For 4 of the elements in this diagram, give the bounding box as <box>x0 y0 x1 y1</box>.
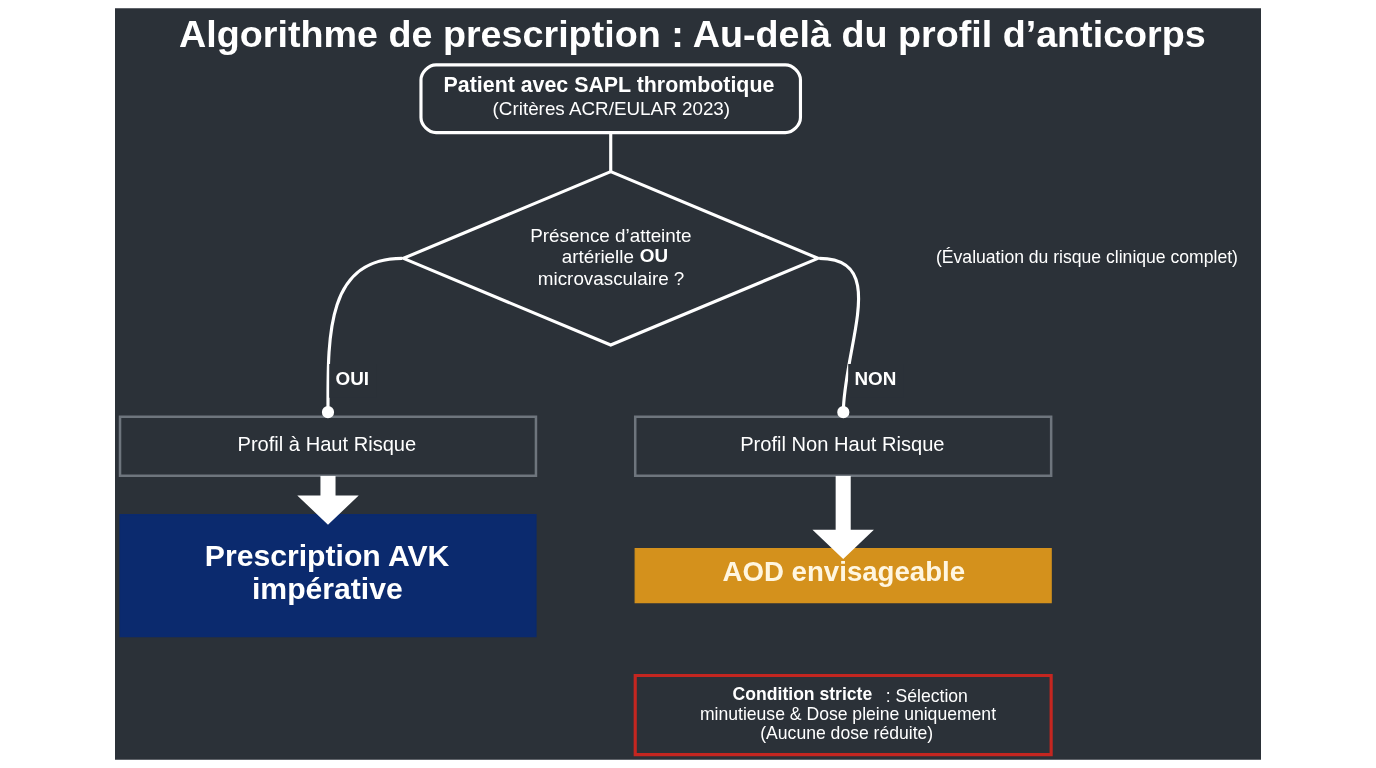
edge-label: OUI <box>335 367 370 389</box>
label: (Évaluation du risque clinique complet) <box>936 246 1238 267</box>
edge-label: NON <box>854 367 897 389</box>
diagram-title: Algorithme de prescription : Au-delà du profil d’anticorps <box>179 13 1206 56</box>
